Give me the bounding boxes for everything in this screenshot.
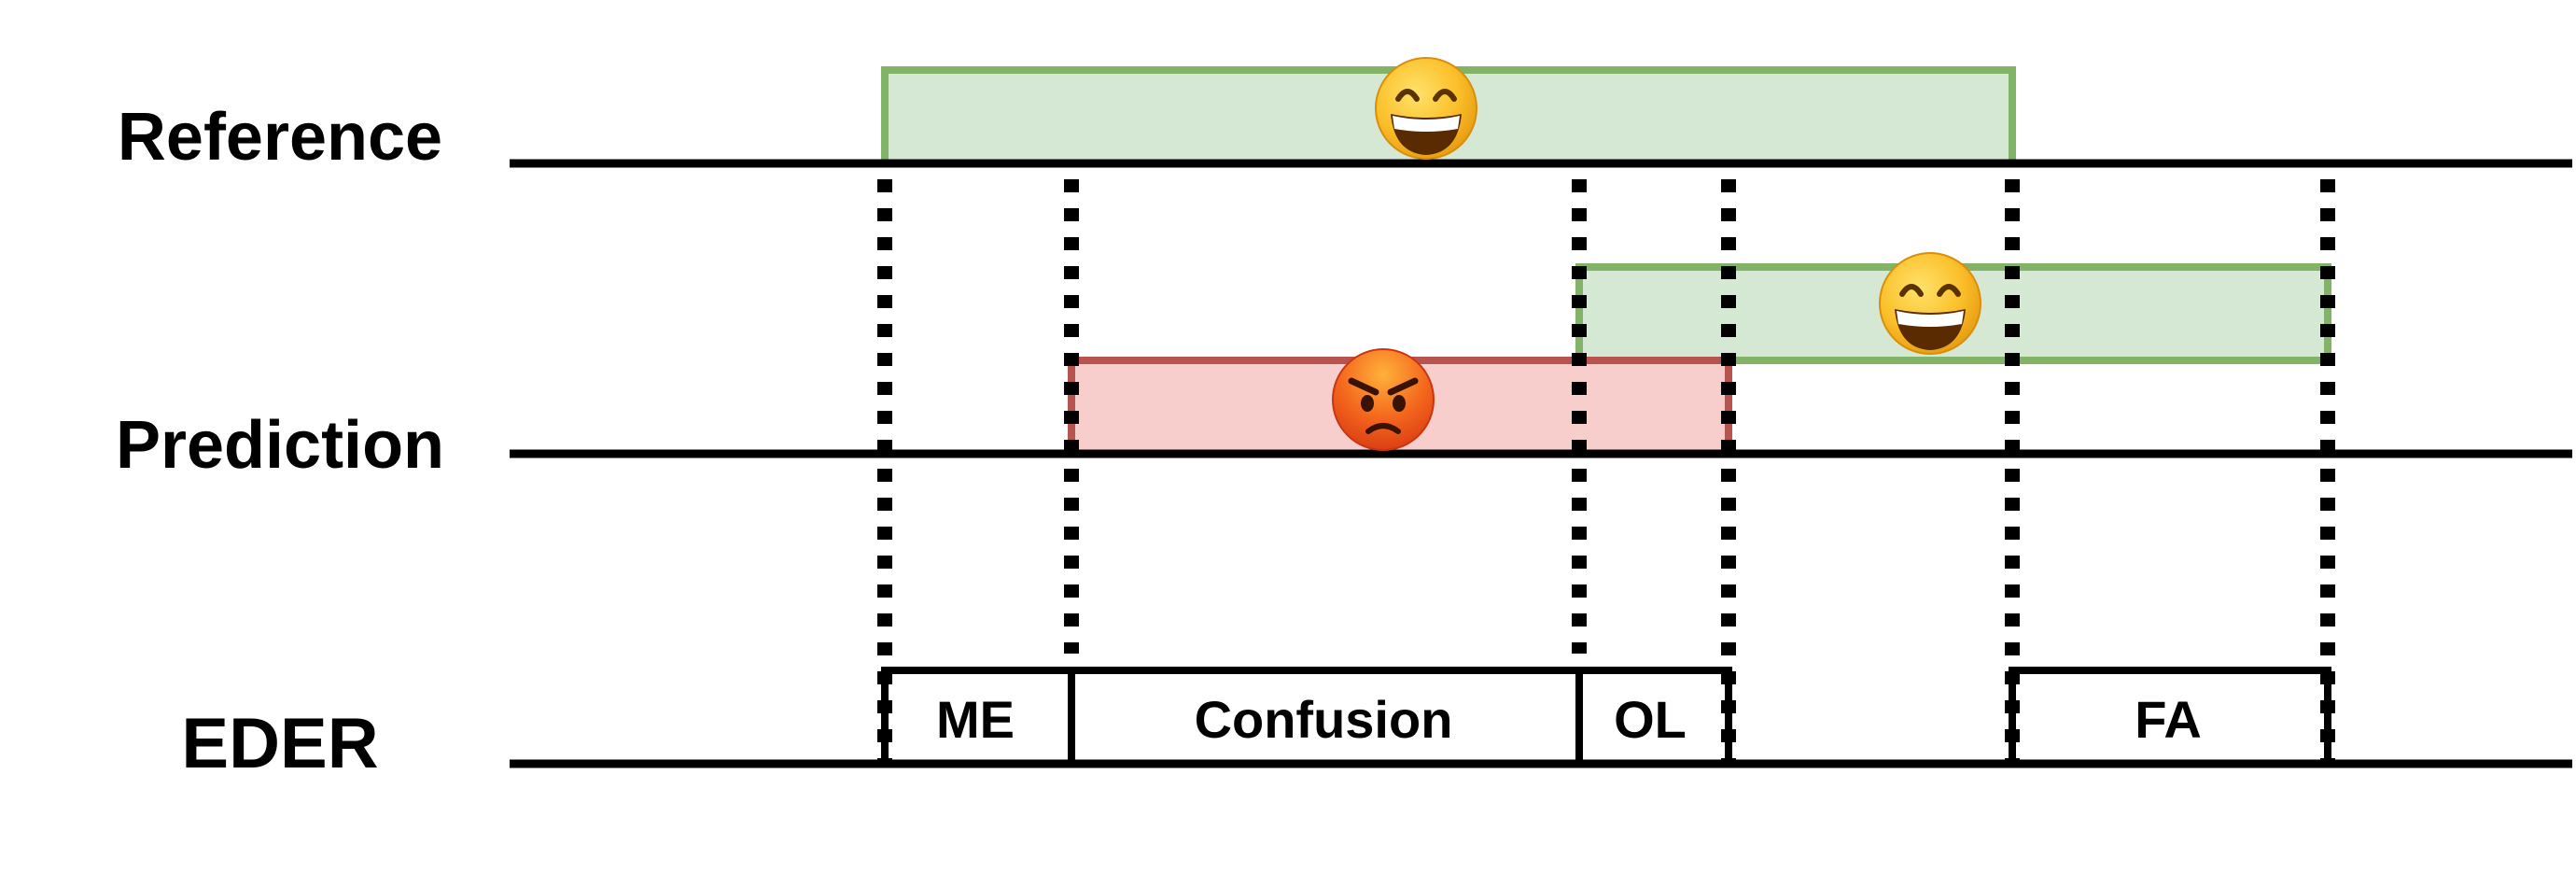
prediction-row-label: Prediction (116, 408, 444, 483)
eder-label-fa: FA (2135, 690, 2202, 749)
eder-label-confusion: Confusion (1195, 690, 1453, 749)
reference-row-label: Reference (118, 100, 442, 175)
eder-segment-ol (1575, 667, 1732, 767)
eder-label-me: ME (936, 690, 1015, 749)
grinning-face-icon (1375, 57, 1477, 160)
grinning-face-icon (1879, 252, 1981, 355)
angry-face-icon (1332, 348, 1435, 451)
eder-segment-fa (2009, 667, 2331, 767)
eder-row-label: EDER (181, 704, 378, 783)
eder-label-ol: OL (1614, 690, 1687, 749)
